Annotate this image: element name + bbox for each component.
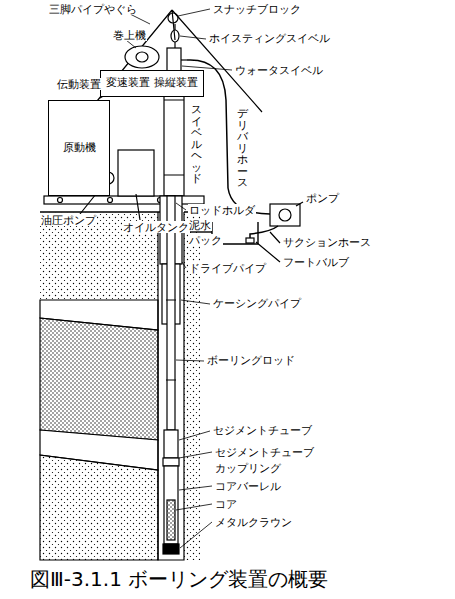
transmission-box: 変速装置 操縦装置 — [100, 70, 204, 97]
core — [167, 500, 175, 540]
rod-holder-label: ロッドホルダ — [188, 204, 256, 216]
hoisting-swivel — [171, 30, 179, 42]
pack-label: パック — [188, 234, 223, 246]
suction-hose-label: サクションホース — [282, 236, 372, 248]
box-text: 変速装置 操縦装置 — [106, 76, 198, 90]
swivel-head-label: スイベルヘッド — [190, 104, 203, 185]
block-label: スナッチブロック — [212, 3, 302, 15]
pump-label: ポンプ — [305, 192, 340, 204]
winch-label: 巻上機 — [112, 29, 147, 41]
engine-box: 原動機 — [48, 100, 110, 196]
swivel-label: ホイスティングスイベル — [208, 32, 331, 44]
drive-pipe-label: ドライブパイプ — [188, 262, 267, 274]
tripod — [88, 10, 262, 112]
mud-label: 泥水 — [188, 219, 212, 231]
crown-label: メタルクラウン — [214, 516, 293, 528]
snatch-block — [168, 13, 178, 23]
pump — [270, 204, 300, 226]
oil-tank — [118, 150, 154, 196]
transmission-label: 伝動装置 — [56, 78, 102, 90]
sediment-tube-label: セジメントチューブ — [212, 424, 313, 436]
core-label: コア — [214, 498, 238, 510]
coupling — [163, 458, 179, 466]
core-barrel — [164, 466, 178, 544]
water-swivel-label: ウォータスイベル — [234, 64, 324, 76]
figure-caption: 図Ⅲ-3.1.1 ボーリング装置の概要 — [30, 566, 328, 593]
foot-valve-label: フートバルブ — [282, 256, 350, 268]
swivel-head — [164, 84, 184, 196]
rod-label: ボーリングロッド — [206, 354, 296, 366]
sediment-tube — [164, 430, 178, 458]
hose-label: デリバリホース — [236, 108, 249, 189]
core-barrel-label: コアバーレル — [214, 480, 282, 492]
hydraulic-pump-label: 油圧ポンプ — [40, 214, 97, 226]
winch — [125, 46, 159, 68]
coupling-label: カップリング — [214, 462, 282, 474]
oil-tank-label: オイルタンク — [122, 221, 190, 233]
sediment-tube-label: セジメントチューブ — [214, 446, 315, 458]
foot-valve — [246, 238, 254, 243]
box-text: 原動機 — [63, 141, 96, 155]
metal-crown — [163, 544, 179, 554]
tripod-label: 三脚パイプやぐら — [48, 3, 138, 15]
casing-label: ケーシングパイプ — [212, 297, 302, 309]
